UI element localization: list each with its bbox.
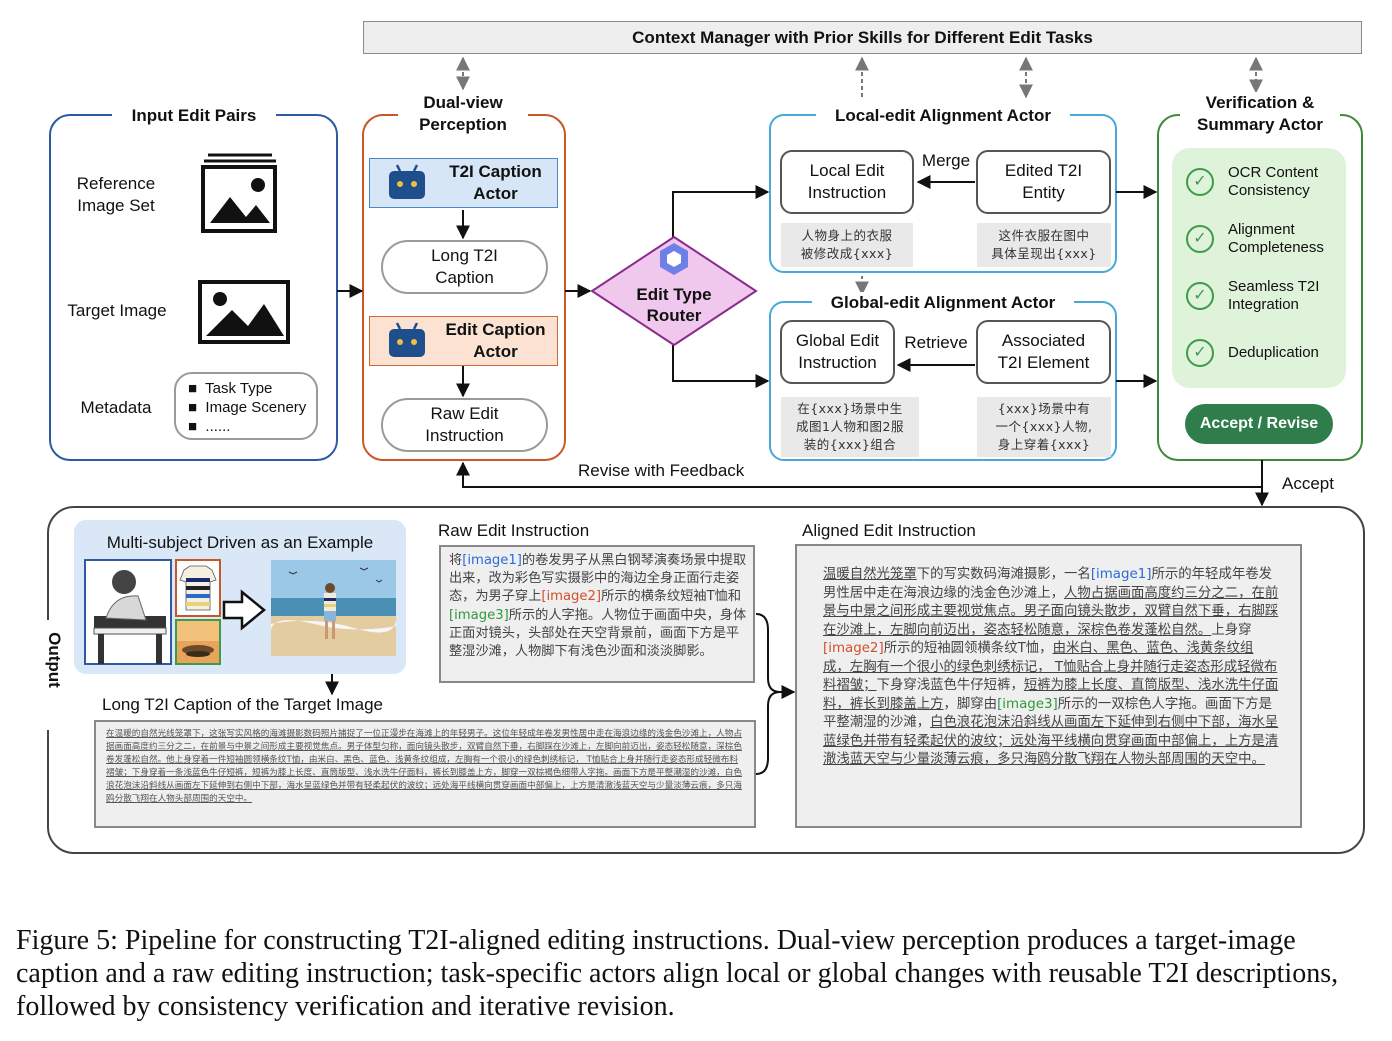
local-left-note: 人物身上的衣服 被修改成{xxx} [781, 223, 913, 267]
aligned-text-run: 所示的年轻成年卷发男性居中走在海浪边缘的浅金色沙滩上， [823, 567, 1273, 601]
check-item: ✓ Deduplication [1186, 333, 1346, 373]
metadata-item: ■ Task Type [188, 380, 273, 397]
edit-caption-actor: Edit Caption Actor [369, 316, 558, 366]
raw-text-run: [image2] [541, 589, 602, 605]
t2i-caption-actor-label: T2I Caption Actor [449, 162, 542, 203]
aligned-instruction-text: 温暖自然光笼罩下的写实数码海滩摄影，一名[image1]所示的年轻成年卷发男性居… [795, 544, 1302, 828]
robot-icon [389, 164, 425, 199]
context-manager-bar: Context Manager with Prior Skills for Di… [363, 21, 1362, 54]
check-icon: ✓ [1186, 282, 1214, 310]
aligned-text-run: 所示的一双棕色人字拖。画面下方是平整潮湿的沙滩， [823, 696, 1273, 731]
check-icon: ✓ [1186, 339, 1214, 367]
check-item: ✓ OCR Content Consistency [1186, 162, 1346, 202]
raw-instruction-text: 将[image1]的卷发男子从黑白钢琴演奏场景中提取出来，改为彩色写实摄影中的海… [439, 545, 755, 683]
aligned-text-run: [image1] [1090, 567, 1152, 582]
arrow-right-icon [222, 589, 266, 631]
aligned-text-run: [image3] [997, 696, 1058, 712]
raw-instruction-node: Raw Edit Instruction [381, 398, 548, 452]
merge-label: Merge [921, 151, 971, 170]
raw-instruction-title: Raw Edit Instruction [438, 521, 590, 540]
target-image-label: Target Image [67, 301, 167, 320]
raw-text-run: [image3] [449, 607, 509, 623]
aligned-text-run: 短裤为膝上长度、直筒版型、浅水洗牛仔面料，裤长到膝盖上方 [823, 678, 1279, 712]
metadata-item: ■ ...... [188, 418, 231, 435]
edit-type-router-label: Edit Type Router [636, 285, 712, 325]
robot-icon [389, 322, 425, 357]
aligned-text-run: 温暖自然光笼罩 [823, 567, 917, 582]
aligned-text-run: 由米白、黑色、蓝色、浅黄条纹组成，左胸有一个很小的绿色刺绣标记， T恤贴合上身并… [823, 641, 1278, 693]
aligned-text-run: 所示的短袖圆领横条纹T恤， [883, 641, 1053, 656]
check-label: Alignment Completeness [1228, 221, 1324, 256]
example-title: Multi-subject Driven as an Example [106, 533, 374, 552]
check-label: Deduplication [1228, 344, 1319, 361]
aligned-text-run: 下身穿浅蓝色牛仔短裤， [876, 678, 1024, 693]
aligned-text-run: 下的写实数码海滩摄影，一名 [916, 567, 1091, 582]
figure-caption: Figure 5: Pipeline for constructing T2I-… [16, 925, 1339, 1022]
input-panel-title: Input Edit Pairs [112, 105, 276, 127]
global-left-note: 在{xxx}场景中生 成图1人物和图2服 装的{xxx}组合 [781, 397, 919, 457]
edit-caption-actor-label: Edit Caption Actor [445, 320, 546, 361]
router-logo-icon [660, 243, 688, 275]
aligned-text-run: 人物占据画面高度约三分之二，在前景与中景之间形成主要视觉焦点。男子面向镜头散步，… [823, 585, 1279, 638]
local-right-note: 这件衣服在图中 具体呈现出{xxx} [977, 223, 1111, 267]
long-caption-text: 在温暖的自然光线笼罩下，这张写实风格的海滩摄影数码照片捕捉了一位正漫步在海滩上的… [94, 720, 756, 828]
raw-text-run: 的卷发男子从黑白钢琴演奏场景中提取出来，改为彩色写实摄影中的海边全身正面行走姿态… [449, 553, 747, 605]
metadata-label: Metadata [80, 398, 152, 417]
check-icon: ✓ [1186, 225, 1214, 253]
raw-text-run: 将 [449, 553, 463, 568]
aligned-text-run: 上身穿 [1211, 622, 1252, 638]
aligned-text-run: [image2] [823, 641, 884, 656]
verify-panel-title: Verification & Summary Actor [1180, 92, 1340, 136]
raw-text-run: 所示的横条纹短袖T恤和 [601, 589, 742, 605]
global-panel-title: Global-edit Alignment Actor [812, 292, 1074, 314]
verification-checklist: ✓ OCR Content Consistency ✓ Alignment Comp… [1172, 148, 1346, 388]
local-panel-title: Local-edit Alignment Actor [816, 105, 1070, 127]
check-item: ✓ Seamless T2I Integration [1186, 276, 1346, 316]
edited-t2i-entity-box: Edited T2I Entity [976, 150, 1111, 214]
aligned-instruction-title: Aligned Edit Instruction [802, 521, 976, 540]
accept-revise-button[interactable]: Accept / Revise [1185, 404, 1333, 444]
accept-label: Accept [1282, 474, 1334, 493]
reference-image-set-icon [201, 153, 277, 233]
global-edit-instruction-box: Global Edit Instruction [780, 320, 895, 384]
output-side-label: Output [45, 632, 64, 688]
reference-image-label: Reference Image Set [76, 174, 156, 215]
aligned-text-run: ，脚穿由 [943, 696, 998, 712]
associated-t2i-element-box: Associated T2I Element [976, 320, 1111, 384]
metadata-item: ■ Image Scenery [188, 399, 307, 416]
aligned-text-run: 白色浪花泡沫沿斜线从画面左下延伸到右侧中下部，海水呈蓝绿色并带有轻柔起伏的波纹；… [823, 715, 1279, 767]
edit-type-router-diamond [590, 235, 758, 347]
raw-text-run: [image1] [462, 553, 522, 568]
check-label: OCR Content Consistency [1228, 164, 1319, 199]
raw-text-run: 所示的人字拖。人物位于画面中央，身体正面对镜头，头部处在天空背景前，画面下方是平… [449, 607, 747, 660]
global-right-note: {xxx}场景中有 一个{xxx}人物, 身上穿着{xxx} [977, 397, 1111, 457]
check-item: ✓ Alignment Completeness [1186, 219, 1346, 259]
retrieve-label: Retrieve [904, 333, 968, 352]
check-label: Seamless T2I Integration [1228, 278, 1320, 313]
long-caption-title: Long T2I Caption of the Target Image [102, 695, 384, 714]
long-caption-node: Long T2I Caption [381, 240, 548, 294]
check-icon: ✓ [1186, 168, 1214, 196]
target-image-icon [198, 280, 290, 344]
metadata-list: ■ Task Type ■ Image Scenery ■ ...... [174, 372, 318, 440]
perception-panel-title: Dual-view Perception [398, 92, 528, 136]
local-edit-instruction-box: Local Edit Instruction [780, 150, 914, 214]
example-images [84, 559, 396, 665]
t2i-caption-actor: T2I Caption Actor [369, 158, 558, 208]
revise-feedback-label: Revise with Feedback [578, 461, 745, 480]
